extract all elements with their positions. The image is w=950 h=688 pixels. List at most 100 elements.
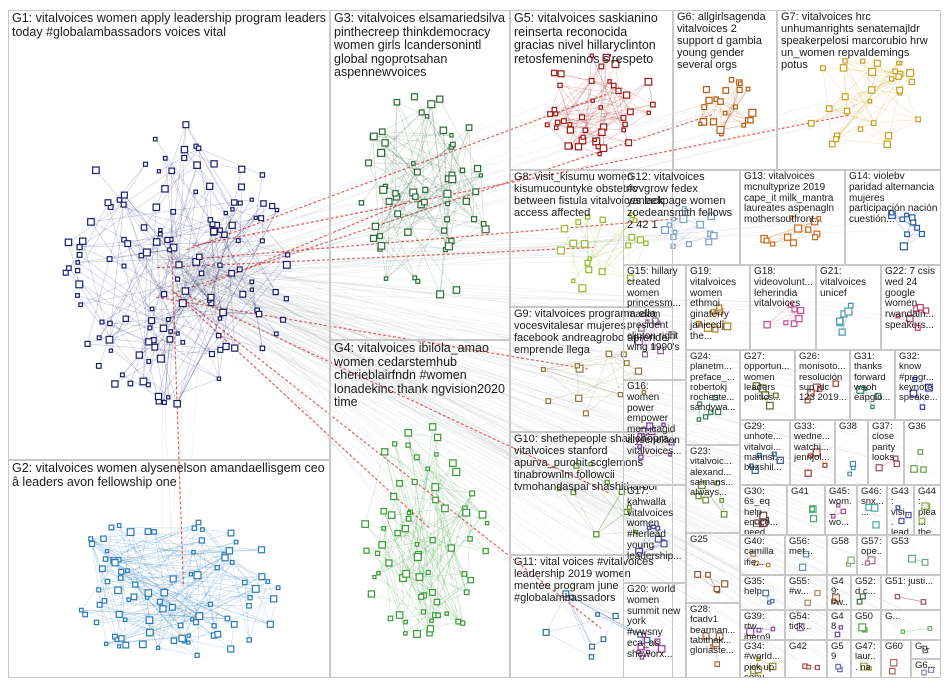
graph-node (76, 251, 83, 258)
graph-node (121, 263, 127, 269)
graph-node (247, 595, 253, 601)
graph-node (918, 230, 926, 238)
graph-node (151, 529, 157, 535)
graph-node (681, 206, 687, 212)
graph-node (625, 242, 632, 249)
cluster-g38: G38 (835, 420, 868, 485)
graph-node (198, 270, 205, 277)
graph-node (636, 236, 645, 244)
graph-node (120, 191, 128, 199)
cluster-g61: G... (881, 610, 941, 640)
graph-node (450, 141, 456, 148)
graph-node (427, 100, 436, 109)
graph-node (657, 645, 666, 653)
cluster-g30: G30: 6s_eq help eq_co... need... (740, 485, 787, 535)
graph-node (544, 122, 550, 128)
graph-node (651, 524, 656, 530)
graph-node (402, 569, 411, 578)
cluster-g8: G8: visit_kisumu women kisumucountyke ob… (510, 170, 673, 307)
graph-node (812, 234, 819, 241)
graph-node (273, 331, 279, 337)
graph-node (108, 524, 115, 531)
graph-node (810, 217, 819, 226)
cluster-label: G20: world women summit new york #wwsny … (627, 584, 684, 660)
graph-node (449, 459, 457, 468)
cluster-label: G35: help (744, 576, 768, 598)
graph-node (895, 60, 901, 66)
graph-node (587, 256, 592, 261)
graph-node (87, 218, 95, 226)
cluster-g57: G57: ope... (857, 535, 887, 575)
cluster-label: G54: tick... (789, 611, 813, 633)
graph-node (106, 256, 113, 262)
graph-node (909, 389, 918, 398)
graph-node (634, 529, 639, 535)
cluster-label: G37: close parity looks (872, 421, 898, 463)
graph-node (828, 140, 836, 148)
graph-node (372, 575, 377, 580)
cluster-nodes-g54 (796, 623, 805, 632)
graph-node (651, 344, 656, 349)
graph-node (703, 323, 713, 332)
graph-node (274, 207, 280, 213)
graph-node (229, 560, 235, 565)
graph-node (812, 448, 821, 457)
cluster-label: G26: monisoto... resolución sup jdc 123 … (799, 351, 849, 403)
cluster-nodes-g1 (62, 121, 291, 408)
graph-node (461, 571, 468, 577)
cluster-g19: G19: vitalvoices women ethmoi ginaterry … (686, 265, 750, 350)
graph-node (178, 634, 186, 643)
cluster-nodes-g35 (762, 589, 775, 605)
graph-node (611, 60, 620, 69)
cluster-label: G47: laur... na (855, 641, 879, 673)
graph-node (649, 101, 656, 108)
graph-node (100, 535, 107, 543)
graph-node (376, 570, 381, 576)
cluster-nodes-g39 (746, 626, 776, 636)
graph-node (784, 233, 792, 241)
graph-node (809, 515, 818, 523)
graph-node (425, 466, 431, 472)
cluster-label: G42 (789, 641, 807, 652)
graph-node (422, 186, 429, 193)
graph-node (807, 119, 815, 127)
graph-node (413, 552, 422, 562)
graph-node (173, 399, 181, 408)
graph-node (904, 212, 909, 218)
graph-node (557, 70, 565, 78)
graph-node (856, 385, 865, 394)
graph-node (246, 602, 252, 609)
cluster-g47: G47: laur... na (851, 640, 881, 678)
graph-node (670, 234, 677, 241)
graph-node (404, 429, 413, 437)
graph-node (385, 559, 393, 567)
graph-node (702, 414, 709, 420)
graph-node (560, 224, 569, 233)
graph-node (480, 220, 487, 227)
graph-node (769, 241, 776, 247)
graph-node (145, 616, 154, 624)
graph-node (554, 119, 561, 126)
graph-node (393, 98, 401, 106)
graph-node (567, 121, 573, 127)
graph-node (796, 623, 805, 631)
graph-node (895, 313, 901, 319)
graph-node (838, 328, 846, 336)
graph-node (568, 594, 575, 601)
graph-node (651, 317, 659, 325)
cluster-g7: G7: vitalvoices hrc unhumanrights senate… (777, 10, 941, 170)
graph-node (542, 628, 550, 636)
cluster-g28: G28: fcadv1 bearman... tabithak... glori… (686, 603, 740, 678)
cluster-g22: G22: 7 csis wed 24 google women rwandain… (881, 265, 941, 350)
graph-node (713, 585, 720, 593)
graph-node (578, 284, 587, 293)
graph-node (395, 611, 404, 619)
graph-node (186, 640, 191, 645)
graph-node (732, 104, 738, 110)
graph-node (166, 395, 171, 400)
graph-node (168, 603, 176, 611)
cluster-label: G7: vitalvoices hrc unhumanrights senate… (781, 11, 931, 71)
graph-node (265, 579, 271, 584)
cluster-g25: G25 (686, 533, 740, 603)
cluster-g32: G32: know #progr... keynote speake... (895, 350, 941, 420)
